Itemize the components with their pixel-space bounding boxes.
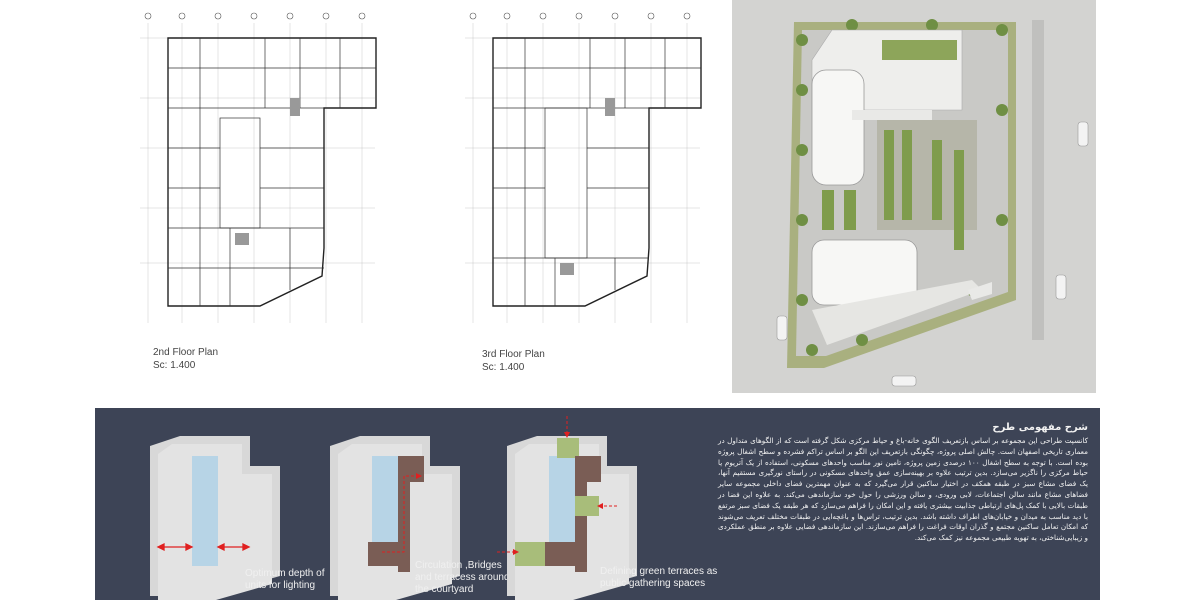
diagram-label-optimum-depth: Optimum depth of units for lighting	[245, 568, 324, 592]
plan-scale: Sc: 1.400	[153, 360, 196, 371]
diagram-label-green-terraces: Defining green terraces as public gather…	[600, 566, 717, 590]
plan-caption-2nd: 2nd Floor Plan Sc: 1.400	[153, 346, 218, 372]
label-line: units for lighting	[245, 580, 316, 591]
courtyard	[192, 456, 218, 566]
circulation-block	[398, 456, 424, 482]
diagram-green-terraces	[497, 416, 677, 600]
floor-plan-2nd-drawing	[140, 12, 377, 323]
diagram-green-terraces-drawing	[497, 416, 637, 600]
label-line: Defining green terraces as	[600, 566, 718, 577]
green-terrace	[557, 438, 579, 458]
plan-caption-3rd: 3rd Floor Plan Sc: 1.400	[482, 348, 545, 374]
diagram-circulation	[330, 426, 500, 600]
diagram-optimum-depth	[150, 426, 320, 600]
plan-scale: Sc: 1.400	[482, 362, 525, 373]
site-plan-drawing	[732, 0, 1096, 393]
plan-title: 3rd Floor Plan	[482, 349, 545, 360]
diagram-circulation-drawing	[330, 436, 460, 600]
floor-plan-3rd	[465, 8, 705, 328]
concept-heading: شرح مفهومی طرح	[992, 422, 1088, 433]
diagram-label-circulation: Circulation ,Bridges and terracess aroun…	[415, 560, 510, 596]
concept-body: کانسپت طراحی این مجموعه بر اساس بازتعریف…	[718, 436, 1088, 543]
label-line: public gathering spaces	[600, 578, 706, 589]
floor-plan-2nd	[140, 8, 380, 328]
label-line: the courtyard	[415, 584, 474, 595]
label-line: Optimum depth of	[245, 568, 325, 579]
label-line: Circulation ,Bridges	[415, 560, 502, 571]
plan-title: 2nd Floor Plan	[153, 347, 219, 358]
site-plan-render	[732, 0, 1096, 393]
concept-panel: Optimum depth of units for lighting Circ…	[95, 408, 1100, 600]
diagram-optimum-depth-drawing	[150, 436, 280, 600]
concept-description: شرح مفهومی طرح کانسپت طراحی این مجموعه ب…	[718, 422, 1088, 544]
label-line: and terracess around	[415, 572, 510, 583]
floor-plan-3rd-drawing	[465, 12, 702, 323]
